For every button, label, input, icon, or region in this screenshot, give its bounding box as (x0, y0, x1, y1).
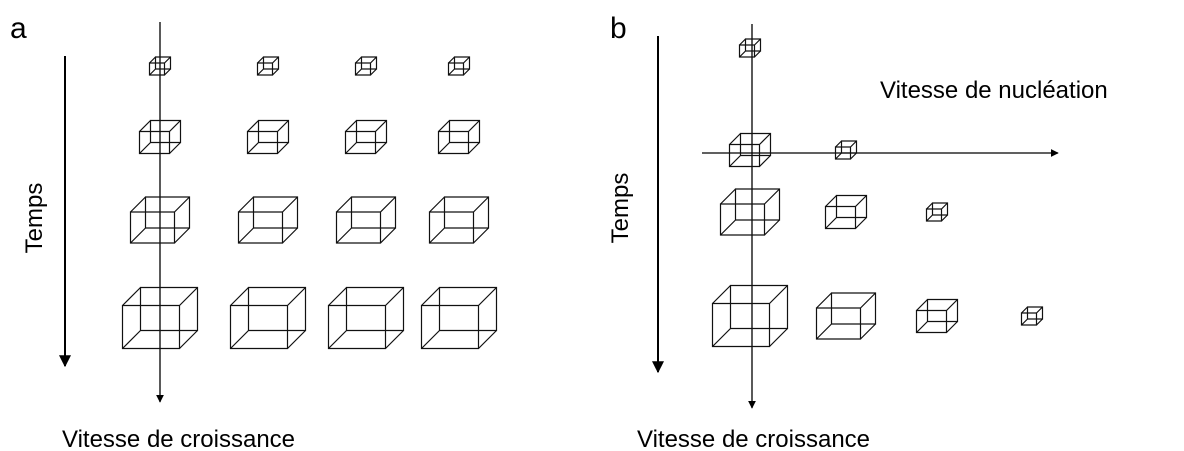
panel-a-time-label: Temps (21, 183, 48, 254)
panel-b: b Temps Vitesse de croissance Vitesse de… (607, 12, 1108, 451)
panel-b-cube-r3-c3 (925, 202, 949, 222)
panel-a-cube-r1-c4 (447, 56, 471, 76)
panel-a: a Temps Vitesse de croissance (10, 12, 498, 451)
panel-b-cube-r3-c2 (824, 194, 868, 230)
panel-a-cube-r3-c3 (335, 196, 397, 244)
panel-b-nucleation-label: Vitesse de nucléation (880, 77, 1108, 104)
panel-a-cube-r3-c4 (428, 196, 490, 244)
panel-b-cube-r2-c2 (834, 140, 858, 160)
panel-b-cube-r4-c3 (915, 298, 959, 334)
panel-b-cube-r4-c2 (815, 292, 877, 340)
panel-b-cube-grid (711, 38, 1044, 348)
panel-a-cube-grid (121, 56, 498, 350)
panel-a-cube-r1-c1 (148, 56, 172, 76)
panel-b-cube-r4-c1 (711, 284, 789, 348)
panel-b-cube-r1-c1 (738, 38, 762, 58)
panel-a-cube-r2-c1 (138, 119, 182, 155)
panel-b-cube-r2-c1 (728, 132, 772, 168)
panel-a-cube-r2-c2 (246, 119, 290, 155)
panel-a-label: a (10, 12, 27, 45)
panel-a-cube-r1-c2 (256, 56, 280, 76)
panel-b-label: b (610, 12, 627, 45)
panel-a-cube-r2-c4 (437, 119, 481, 155)
panel-a-cube-r3-c1 (129, 196, 191, 244)
panel-a-cube-r1-c3 (354, 56, 378, 76)
panel-a-cube-r4-c3 (327, 286, 405, 350)
panel-a-cube-r2-c3 (344, 119, 388, 155)
panel-a-cube-r4-c2 (229, 286, 307, 350)
panel-b-cube-r4-c4 (1020, 306, 1044, 326)
panel-a-cube-r3-c2 (237, 196, 299, 244)
panel-a-cube-r4-c1 (121, 286, 199, 350)
panel-b-cube-r3-c1 (719, 188, 781, 236)
panel-b-growth-label: Vitesse de croissance (637, 426, 870, 451)
panel-a-cube-r4-c4 (420, 286, 498, 350)
panel-a-growth-label: Vitesse de croissance (62, 426, 295, 451)
panel-b-time-label: Temps (607, 173, 634, 244)
